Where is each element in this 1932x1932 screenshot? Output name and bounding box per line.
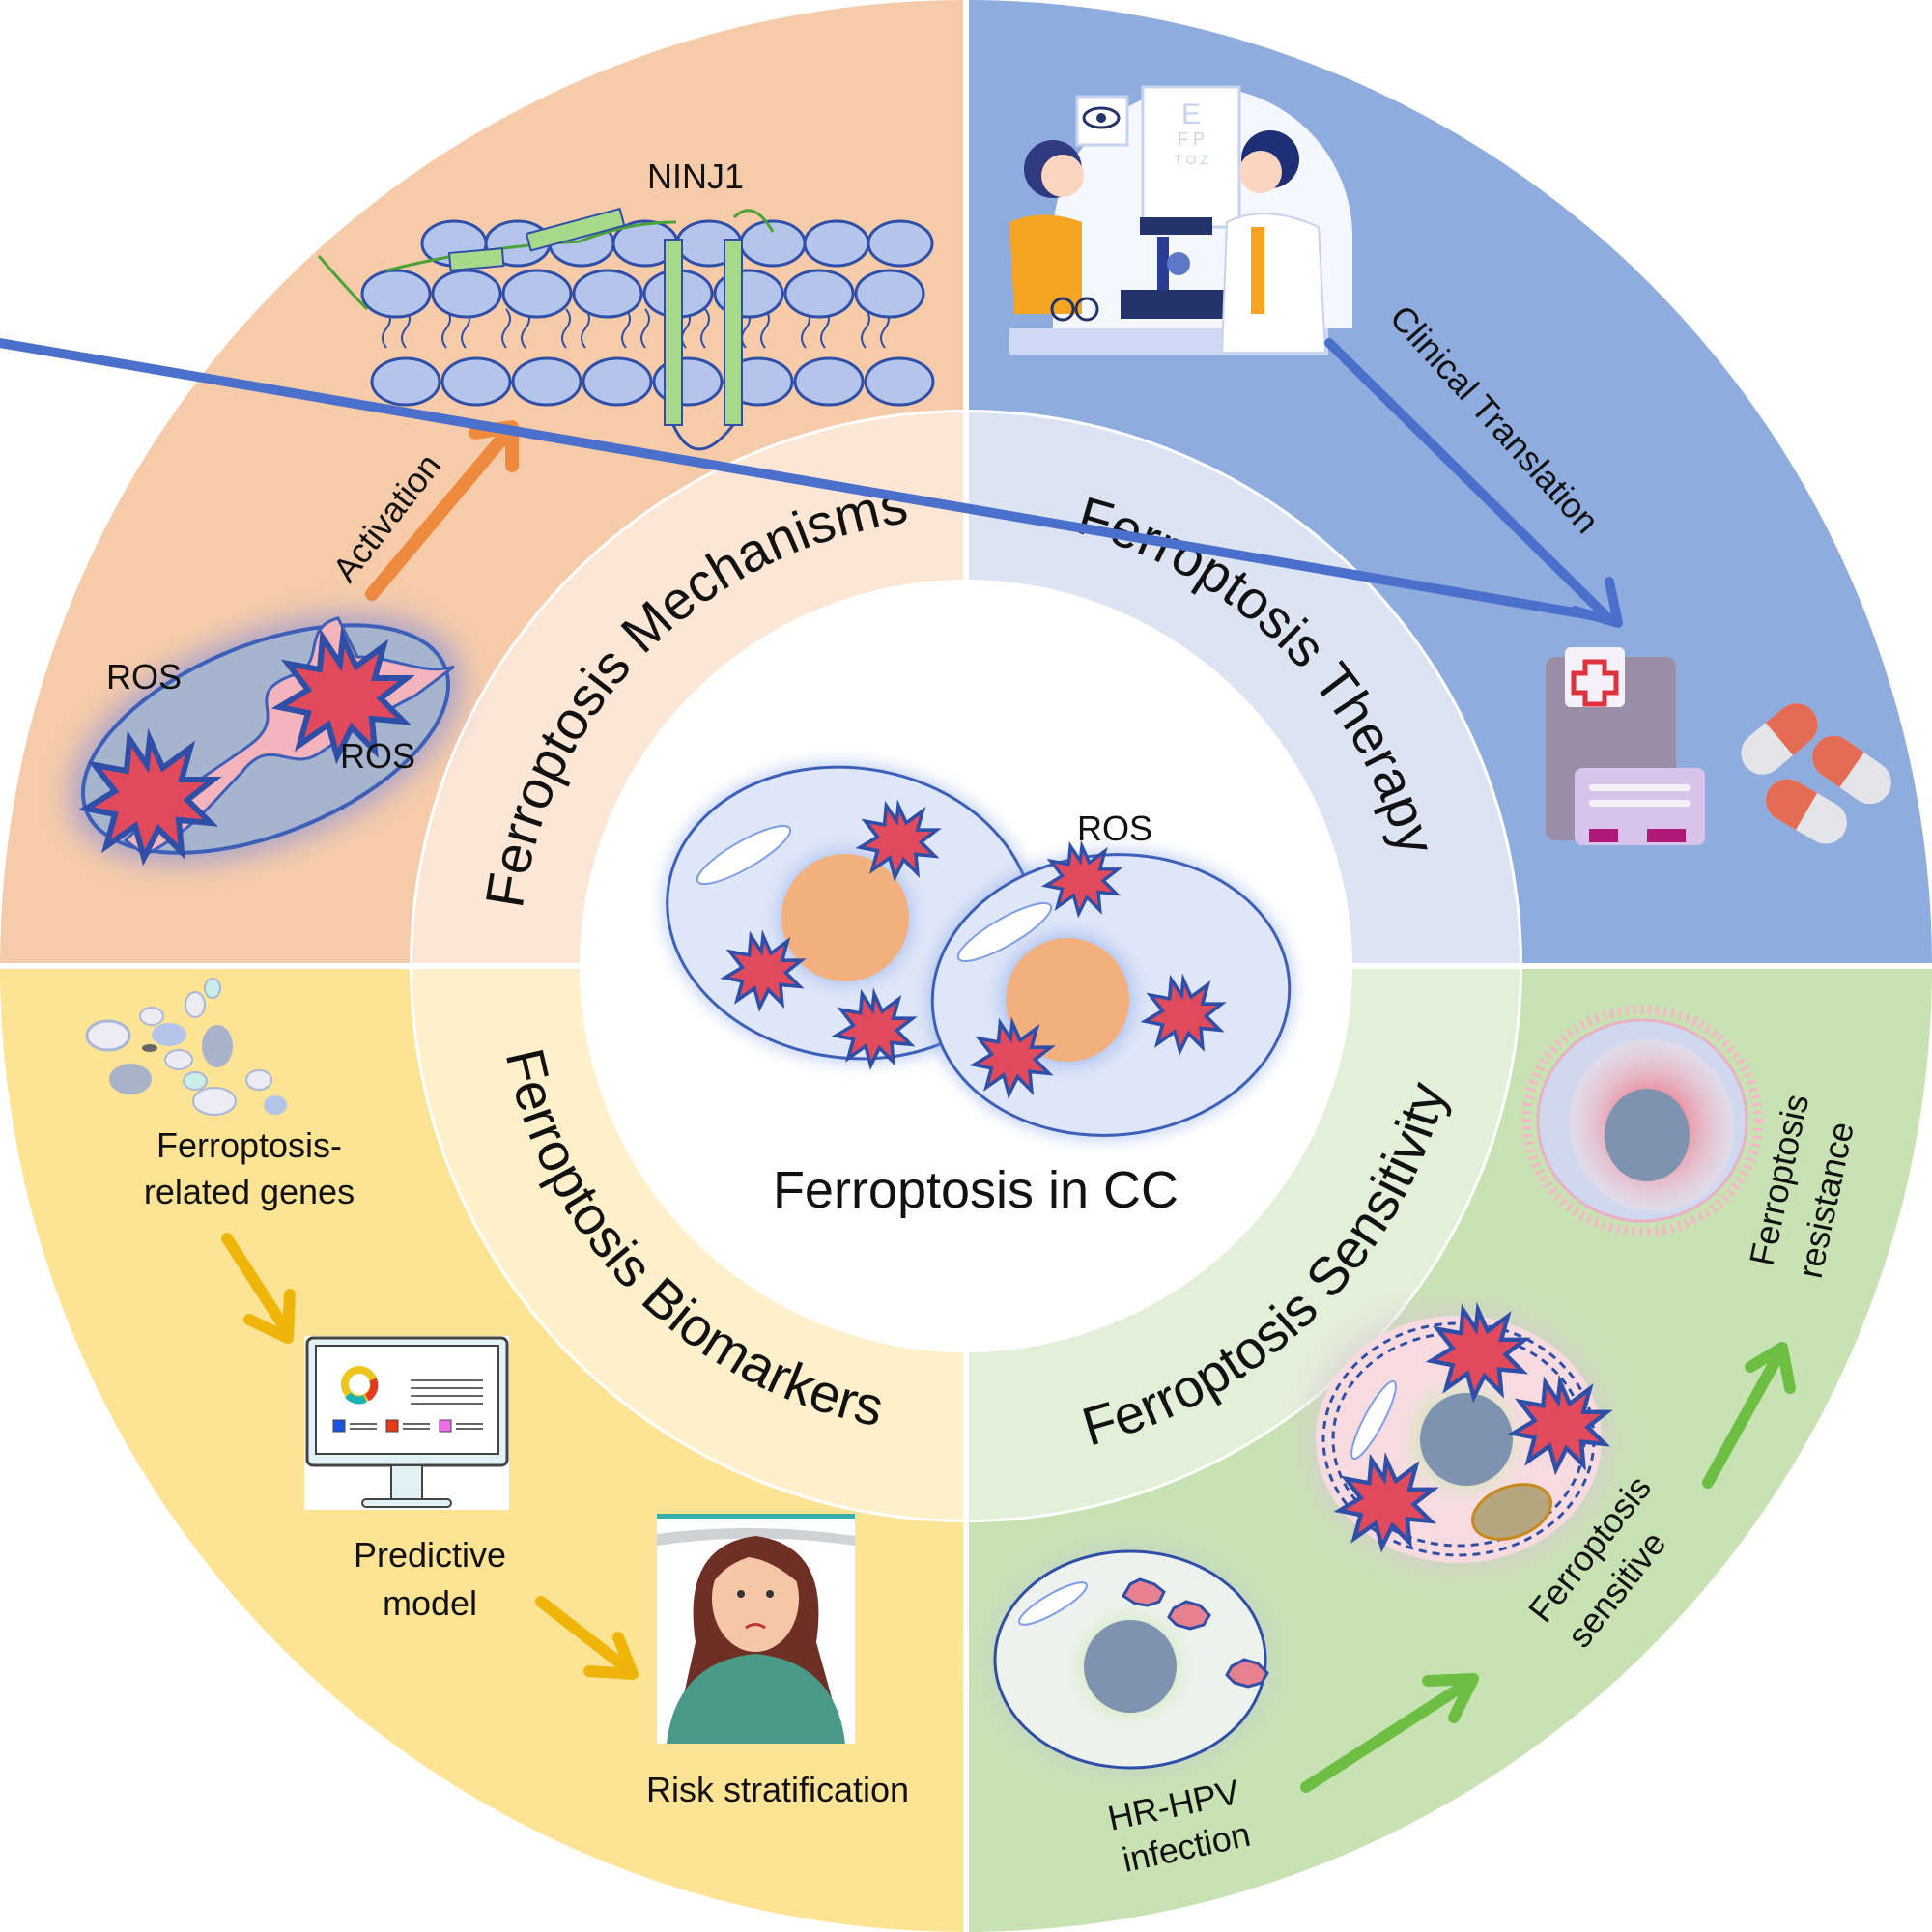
ninj1-helix-icon — [525, 207, 626, 252]
membrane-ninj1-illustration: NINJ1 — [317, 156, 935, 451]
center-title: Ferroptosis in CC — [773, 1161, 1179, 1219]
mito-ros-label-2: ROS — [340, 736, 415, 776]
patient-icon — [1009, 214, 1082, 314]
pills-icon — [1741, 703, 1891, 844]
slit-lamp-icon — [1140, 217, 1212, 235]
biomarker-arrow-1 — [221, 1233, 296, 1344]
hpv-infected-cell-illustration — [990, 1546, 1270, 1774]
genes-label-line1: Ferroptosis- — [156, 1125, 342, 1165]
arrow-head-icon — [1745, 1342, 1796, 1394]
hospital-icon — [1546, 647, 1705, 845]
sensitivity-arrow-1 — [1300, 1673, 1479, 1793]
nucleus — [1420, 1393, 1513, 1486]
ferroptosis-sensitive-cell-illustration — [1304, 1304, 1613, 1575]
lipid-head-icon — [511, 356, 582, 407]
predictive-model-monitor-icon — [304, 1336, 509, 1510]
lipid-head-icon — [793, 356, 865, 407]
mitochondrion-icon — [1471, 1483, 1552, 1541]
medical-cross-icon — [1571, 659, 1619, 707]
lipid-head-icon — [854, 269, 925, 319]
model-label-line2: model — [383, 1583, 477, 1623]
center-ros-label: ROS — [1077, 809, 1152, 848]
lipid-bilayer-icon — [317, 207, 935, 451]
svg-text:T O Z: T O Z — [1174, 152, 1208, 167]
lipid-head-icon — [572, 269, 643, 319]
ninj1-label: NINJ1 — [647, 156, 744, 196]
ninj1-helix-icon — [447, 247, 505, 272]
genes-cluster-icon — [85, 978, 287, 1116]
lipid-head-icon — [370, 356, 441, 407]
biomarker-arrow-2 — [535, 1596, 639, 1680]
svg-text:E: E — [1181, 99, 1201, 130]
patient-portrait-icon — [657, 1514, 855, 1744]
lipid-head-icon — [360, 269, 432, 319]
hpv-virus-icon — [1121, 1577, 1166, 1607]
ninj1-helix-icon — [664, 239, 683, 426]
genes-label-line2: related genes — [144, 1172, 355, 1211]
arrow-head-icon — [1570, 577, 1623, 628]
mitochondrion-illustration: ROS ROS — [69, 613, 463, 865]
model-label-line1: Predictive — [354, 1535, 506, 1575]
ninj1-helix-icon — [724, 239, 743, 426]
mito-ros-label-1: ROS — [106, 657, 182, 696]
lipid-head-icon — [864, 356, 935, 407]
ferroptosis-resistant-cell-illustration — [1521, 1005, 1763, 1236]
eye-exam-illustration: E F P T O Z — [1009, 85, 1352, 355]
nucleus — [781, 854, 909, 981]
cell-right — [927, 844, 1294, 1141]
lipid-head-icon — [582, 356, 653, 407]
arrow-head-icon — [243, 1289, 296, 1344]
lipid-head-icon — [501, 269, 573, 319]
arrow-head-icon — [1422, 1673, 1479, 1723]
nucleus — [1605, 1089, 1690, 1181]
hpv-virus-icon — [1225, 1658, 1269, 1689]
svg-text:F P: F P — [1178, 129, 1205, 149]
lipid-head-icon — [431, 269, 502, 319]
sensitivity-arrow-2 — [1702, 1342, 1796, 1489]
lipid-head-icon — [440, 356, 512, 407]
center-cells-illustration: ROS — [662, 762, 1294, 1141]
hpv-virus-icon — [1167, 1600, 1211, 1631]
lipid-head-icon — [867, 219, 934, 268]
lipid-head-icon — [803, 219, 870, 268]
lipid-head-icon — [783, 269, 855, 319]
risk-label: Risk stratification — [646, 1770, 909, 1809]
eye-chart-icon — [1141, 85, 1241, 229]
lipid-head-icon — [739, 219, 807, 268]
nucleus — [1084, 1620, 1177, 1713]
arrow-head-icon — [583, 1632, 639, 1680]
doctor-icon — [1239, 151, 1282, 193]
